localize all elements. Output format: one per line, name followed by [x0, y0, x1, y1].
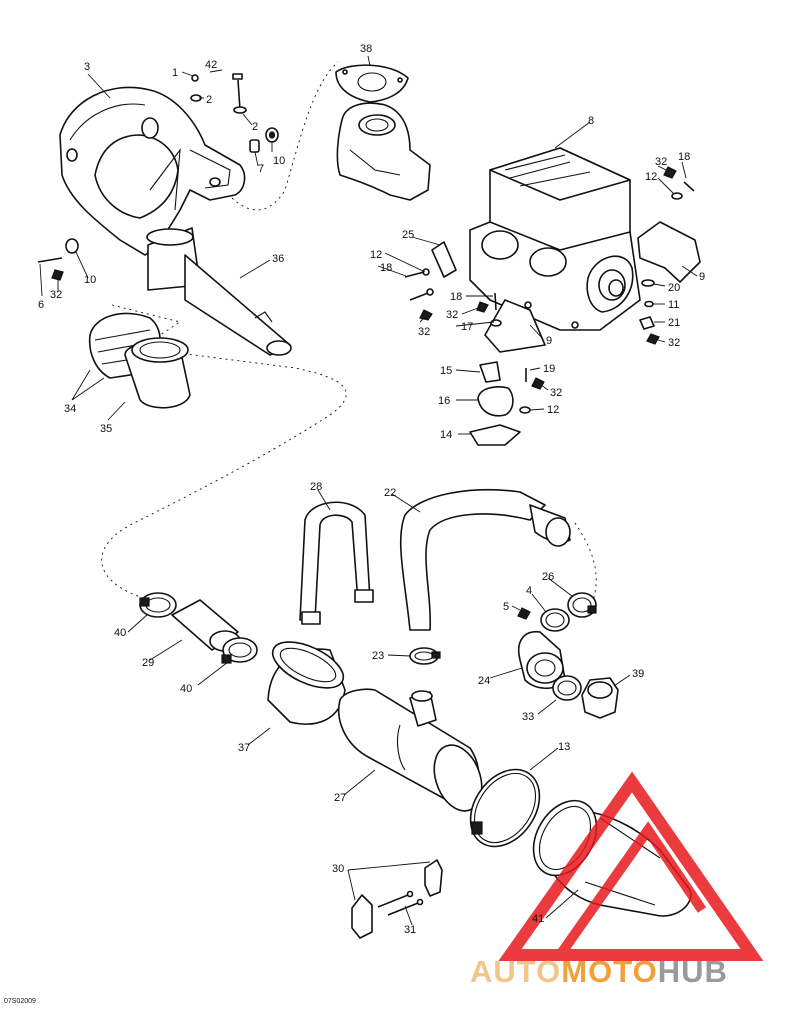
callout-32: 32	[446, 309, 458, 321]
exhaust-manifold	[59, 86, 246, 256]
callout-33: 33	[522, 711, 534, 723]
callout-35: 35	[100, 423, 112, 435]
callout-10: 10	[273, 155, 285, 167]
muffler-band	[469, 768, 541, 848]
manifold-bolts	[37, 238, 79, 281]
callout-32: 32	[50, 289, 62, 301]
drawing-code: 07S02009	[4, 998, 36, 1005]
callout-34: 34	[64, 403, 76, 415]
callout-2: 2	[252, 121, 258, 133]
callout-32: 32	[418, 326, 430, 338]
callout-41: 41	[532, 913, 544, 925]
callout-12: 12	[547, 404, 559, 416]
watermark-triangle-logo	[498, 771, 764, 961]
callout-23: 23	[372, 650, 384, 662]
callout-40: 40	[114, 627, 126, 639]
callout-10: 10	[84, 274, 96, 286]
callout-numbers: 3 1 42 2 2 7 10 38 8 32 18 12 9 20 11 21…	[38, 43, 705, 936]
engine-mounts	[404, 166, 701, 446]
callout-9: 9	[699, 271, 705, 283]
callout-17: 17	[461, 321, 473, 333]
callout-22: 22	[384, 487, 396, 499]
watermark-part-moto: MOTO	[561, 954, 657, 989]
leader-lines	[39, 55, 698, 926]
resonator-tube	[139, 592, 258, 664]
water-outlet-fittings	[518, 631, 619, 719]
hose-clamps-right	[517, 592, 597, 632]
callout-2: 2	[206, 94, 212, 106]
watermark-part-hub: HUB	[658, 954, 728, 989]
watermark: AUTOMOTOHUB	[470, 771, 764, 989]
callout-32: 32	[550, 387, 562, 399]
callout-31: 31	[404, 924, 416, 936]
exhaust-cone	[146, 227, 292, 356]
callout-1: 1	[172, 67, 178, 79]
muffler-strap	[299, 501, 374, 625]
callout-11: 11	[668, 299, 679, 311]
callout-18: 18	[450, 291, 462, 303]
callout-25: 25	[402, 229, 414, 241]
callout-3: 3	[84, 61, 90, 73]
muffler	[338, 688, 483, 812]
watermark-text: AUTOMOTOHUB	[470, 954, 728, 989]
hose-clamp	[409, 647, 441, 665]
callout-26: 26	[542, 571, 554, 583]
callout-18: 18	[380, 262, 392, 274]
callout-5: 5	[503, 601, 509, 613]
callout-21: 21	[668, 317, 680, 329]
callout-14: 14	[440, 429, 452, 441]
callout-24: 24	[478, 675, 490, 687]
engine	[469, 147, 641, 331]
exhaust-hose	[399, 489, 571, 631]
callout-29: 29	[142, 657, 154, 669]
exhaust-coupling	[88, 312, 191, 409]
callout-32: 32	[655, 156, 667, 168]
callout-20: 20	[668, 282, 680, 294]
callout-37: 37	[238, 742, 250, 754]
callout-28: 28	[310, 481, 322, 493]
callout-39: 39	[632, 668, 644, 680]
watermark-part-auto: AUTO	[470, 954, 561, 989]
callout-6: 6	[38, 299, 44, 311]
exhaust-gasket-and-adapter	[335, 64, 431, 201]
muffler-sleeve	[267, 641, 346, 725]
callout-12: 12	[370, 249, 382, 261]
callout-27: 27	[334, 792, 346, 804]
callout-42: 42	[205, 59, 217, 71]
callout-12: 12	[645, 171, 657, 183]
callout-36: 36	[272, 253, 284, 265]
callout-13: 13	[558, 741, 570, 753]
callout-9: 9	[546, 335, 552, 347]
callout-19: 19	[543, 363, 555, 375]
callout-4: 4	[526, 585, 532, 597]
callout-7: 7	[258, 163, 264, 175]
callout-30: 30	[332, 863, 344, 875]
callout-38: 38	[360, 43, 372, 55]
manifold-fasteners	[190, 73, 279, 153]
callout-32: 32	[668, 337, 680, 349]
callout-18: 18	[678, 151, 690, 163]
callout-8: 8	[588, 115, 594, 127]
callout-40: 40	[180, 683, 192, 695]
engine-fasteners	[404, 166, 695, 414]
callout-16: 16	[438, 395, 450, 407]
mounting-brackets	[351, 859, 443, 939]
callout-15: 15	[440, 365, 452, 377]
